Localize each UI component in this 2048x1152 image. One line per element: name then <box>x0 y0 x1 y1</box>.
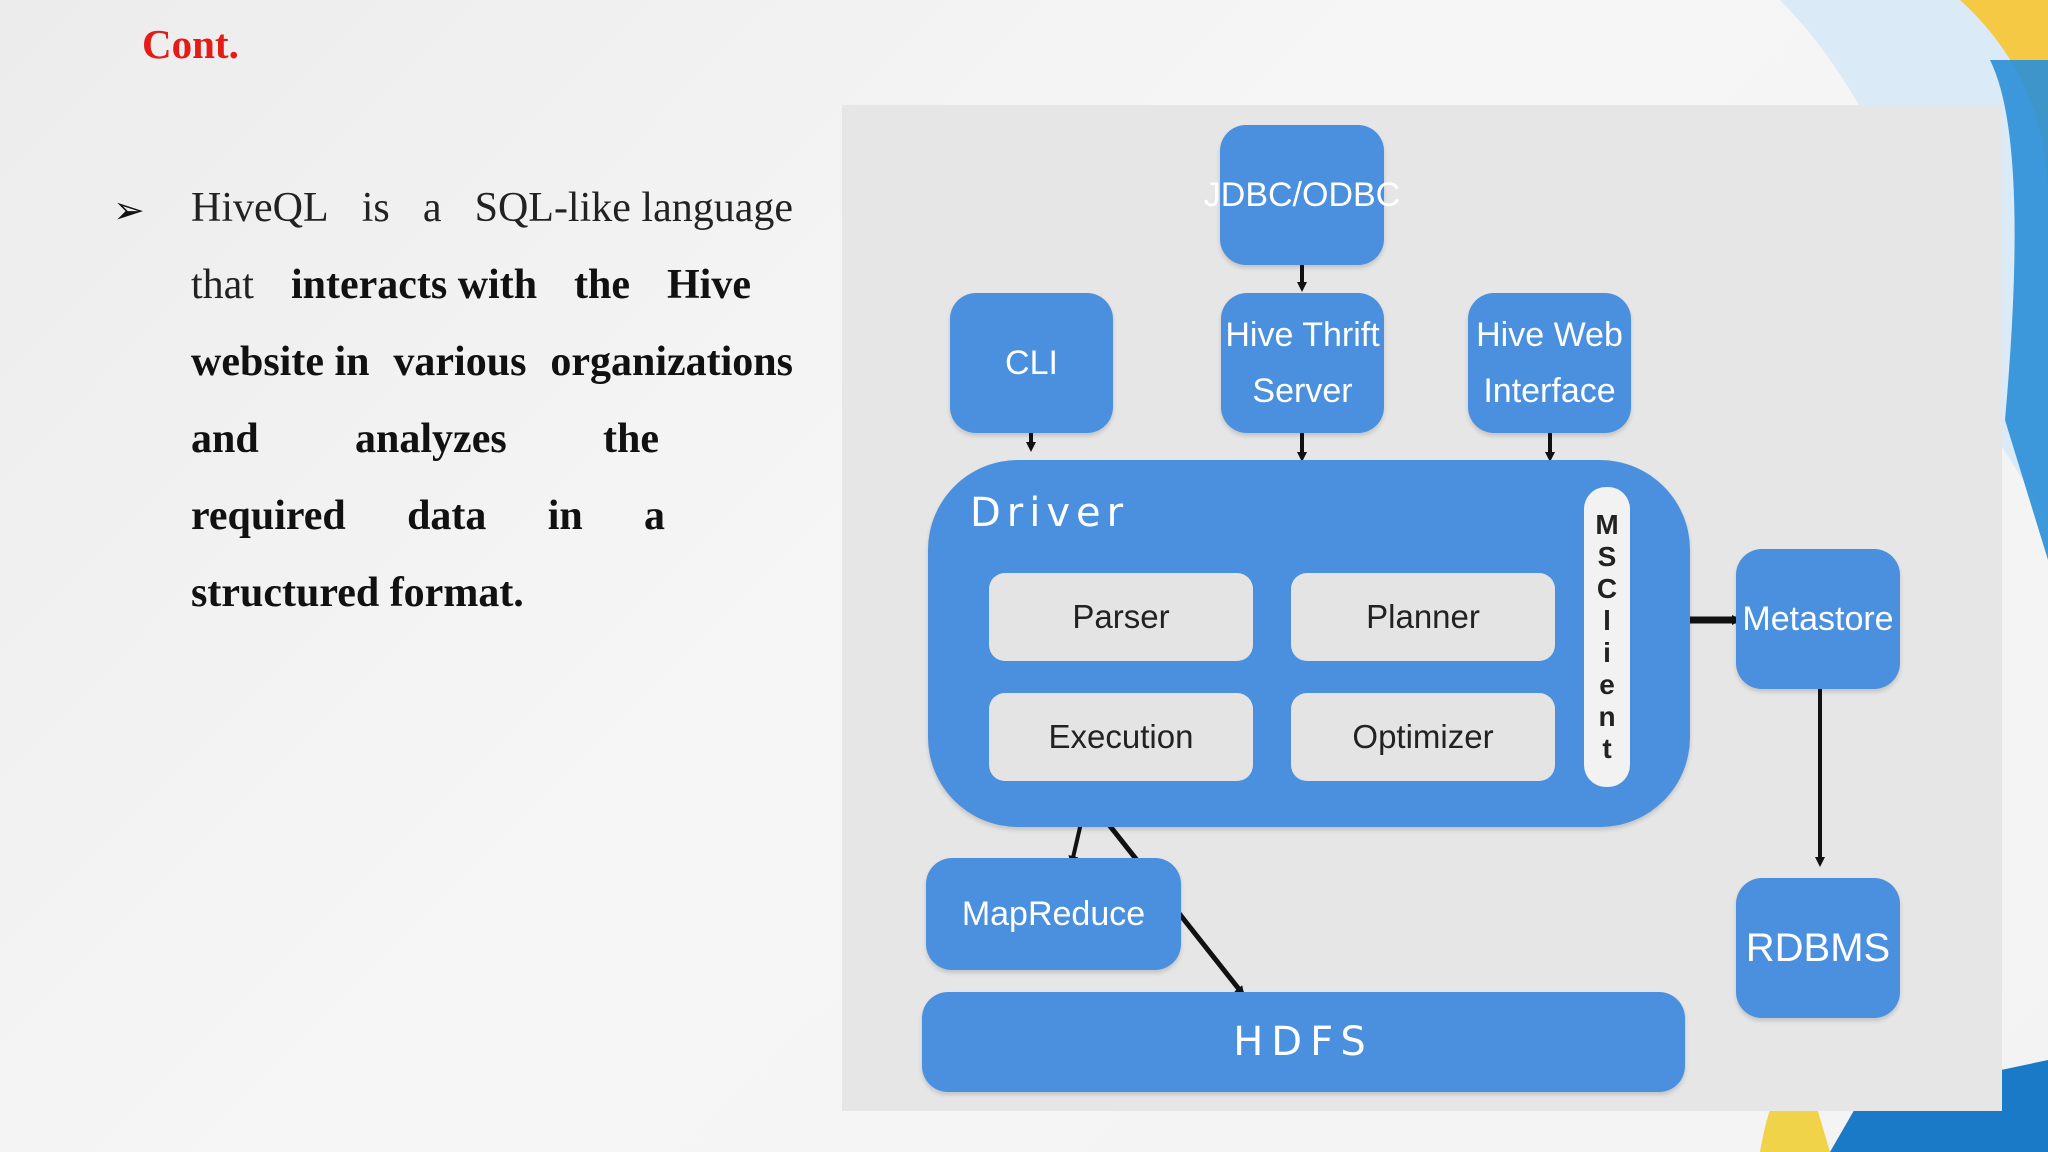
text-line-6: structured format. <box>191 570 524 616</box>
optimizer-box: Optimizer <box>1291 693 1555 781</box>
cli-node: CLI <box>950 293 1113 433</box>
rdbms-node: RDBMS <box>1736 878 1900 1018</box>
parser-box: Parser <box>989 573 1253 661</box>
hdfs-node: HDFS <box>922 992 1685 1092</box>
slide-title: Cont. <box>142 21 239 67</box>
jdbc-odbc-node: JDBC/ODBC <box>1204 125 1400 265</box>
text-line-4: and analyzes the <box>191 416 659 462</box>
hive-architecture-diagram: JDBC/ODBC CLI Hive Thrift Server Hive We… <box>842 105 2002 1111</box>
execution-box: Execution <box>989 693 1253 781</box>
msclient-box: M S C l i e n t <box>1584 487 1630 787</box>
text-line-5: required data in a <box>191 493 665 539</box>
text-line-3: website in various organizations <box>191 339 793 385</box>
hive-thrift-server-node: Hive Thrift Server <box>1221 293 1384 433</box>
text-line-2: that interacts with the Hive <box>191 262 751 308</box>
mapreduce-node: MapReduce <box>926 858 1181 970</box>
driver-label: Driver <box>970 490 1130 536</box>
metastore-node: Metastore <box>1736 549 1900 689</box>
planner-box: Planner <box>1291 573 1555 661</box>
hive-web-interface-node: Hive Web Interface <box>1468 293 1631 433</box>
bullet-arrow-icon: ➢ <box>113 188 145 232</box>
text-line-1: HiveQL is a SQL-like language <box>191 185 793 231</box>
